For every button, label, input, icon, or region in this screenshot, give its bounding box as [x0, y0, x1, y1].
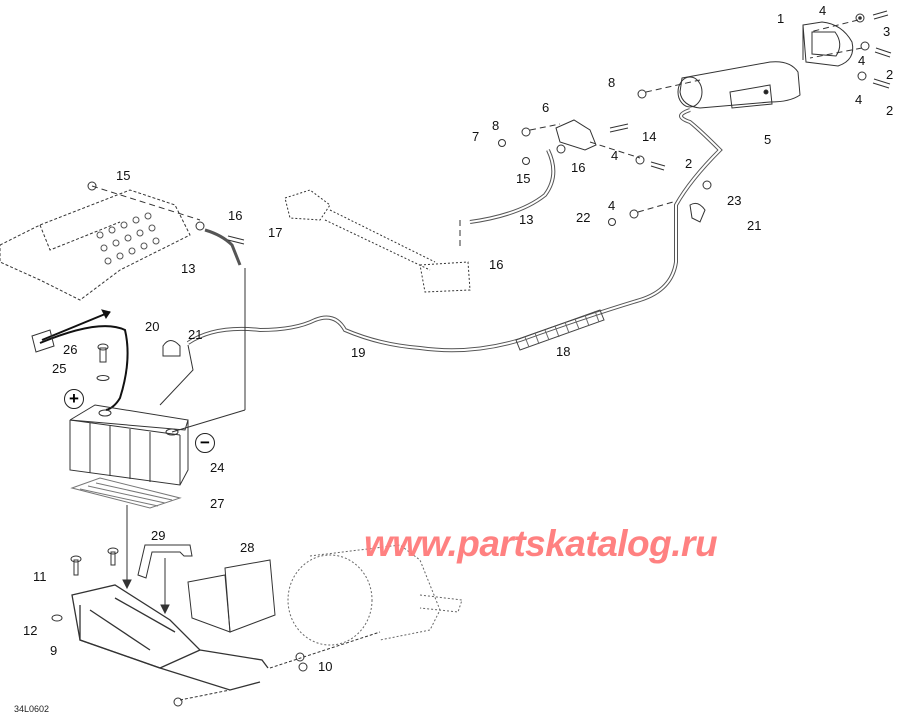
callout-3: 3 — [883, 24, 891, 39]
mounting-plate-part — [555, 119, 597, 151]
ground-strap-part — [204, 228, 242, 266]
callout-16: 16 — [489, 257, 504, 272]
callout-25: 25 — [52, 361, 67, 376]
callout-4: 4 — [611, 148, 619, 163]
ground-cable-part — [469, 149, 556, 224]
callout-12: 12 — [23, 623, 38, 638]
starter-motor-part — [677, 61, 801, 109]
callout-28: 28 — [240, 540, 255, 555]
callout-16: 16 — [228, 208, 243, 223]
assembly-dashed-lines — [91, 19, 863, 248]
callout-13: 13 — [519, 212, 534, 227]
bottom-fasteners-part — [179, 631, 381, 701]
fasteners-top-right — [498, 10, 892, 226]
battery-part — [69, 404, 189, 486]
callout-4: 4 — [855, 92, 863, 107]
starter-bracket-part — [802, 21, 854, 67]
callout-18: 18 — [556, 344, 571, 359]
callout-21: 21 — [188, 327, 203, 342]
battery-mat-part — [70, 477, 182, 509]
callout-5: 5 — [764, 132, 772, 147]
callout-4: 4 — [858, 53, 866, 68]
callout-4: 4 — [819, 3, 827, 18]
callout-8: 8 — [608, 75, 616, 90]
drawing-code: 34L0602 — [14, 704, 50, 714]
watermark: www.partskatalog.ru — [364, 523, 718, 564]
callout-10: 10 — [318, 659, 333, 674]
holder-strap-part — [137, 544, 193, 579]
callout-21: 21 — [747, 218, 762, 233]
harness-connector-part — [284, 189, 471, 293]
battery-bolt-part — [99, 347, 107, 363]
callout-19: 19 — [351, 345, 366, 360]
callout-17: 17 — [268, 225, 283, 240]
cable-sleeve-part — [515, 309, 605, 351]
callout-1: 1 — [777, 11, 785, 26]
callout-7: 7 — [472, 129, 480, 144]
callout-20: 20 — [145, 319, 160, 334]
negative-terminal-marker: − — [195, 433, 215, 453]
callout-27: 27 — [210, 496, 225, 511]
callout-4: 4 — [608, 198, 616, 213]
callout-24: 24 — [210, 460, 225, 475]
battery-tray-part — [71, 584, 269, 691]
terminal-cap-part — [162, 340, 181, 357]
heat-shield-part — [0, 189, 191, 301]
callout-2: 2 — [886, 103, 894, 118]
callout-2: 2 — [685, 156, 693, 171]
callout-23: 23 — [727, 193, 742, 208]
callout-2: 2 — [886, 67, 894, 82]
callout-14: 14 — [642, 129, 657, 144]
engine-reference-part — [287, 544, 463, 646]
callout-29: 29 — [151, 528, 166, 543]
callout-9: 9 — [50, 643, 58, 658]
callout-22: 22 — [576, 210, 591, 225]
callout-6: 6 — [542, 100, 550, 115]
callout-11: 11 — [33, 569, 47, 584]
callout-26: 26 — [63, 342, 78, 357]
heat-shield-holes — [96, 212, 160, 265]
cable-20-arrow — [41, 311, 111, 341]
battery-cover-part — [224, 559, 276, 633]
callout-13: 13 — [181, 261, 196, 276]
callout-16: 16 — [571, 160, 586, 175]
callout-15: 15 — [516, 171, 531, 186]
positive-terminal-marker: + — [64, 389, 84, 409]
callout-8: 8 — [492, 118, 500, 133]
callout-15: 15 — [116, 168, 131, 183]
